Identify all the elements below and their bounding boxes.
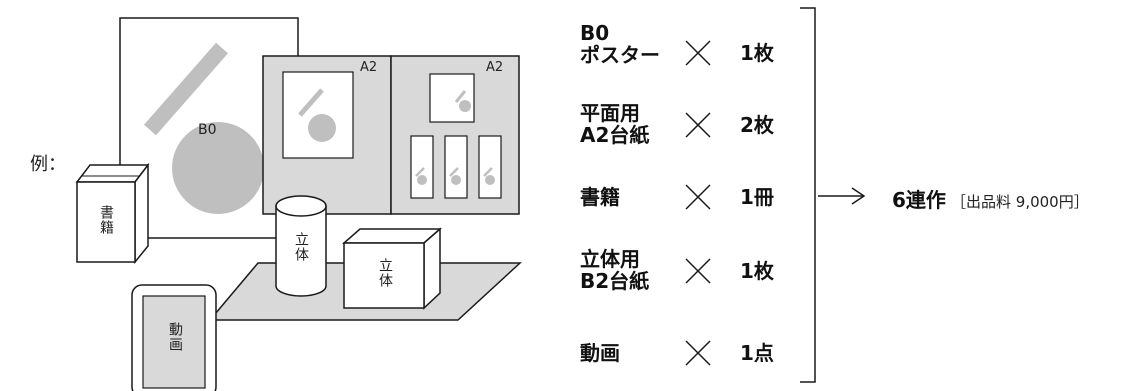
book-label: 書籍 [98, 205, 114, 235]
arrow-right-icon [818, 187, 866, 205]
box-label: 立体 [377, 258, 393, 288]
times-icon [685, 184, 711, 210]
item-a2-board-count: 2枚 [740, 113, 774, 137]
item-name-line: B2台紙 [580, 269, 650, 293]
a2-board-left [262, 55, 392, 215]
item-name-line: A2台紙 [580, 123, 650, 147]
item-book-name: 書籍 [580, 186, 620, 208]
box-object [342, 227, 442, 310]
item-b0-poster-name: B0 ポスター [580, 22, 660, 66]
cylinder-object [275, 195, 327, 297]
item-name-line: 動画 [580, 341, 620, 365]
item-b2-mount-count: 1枚 [740, 259, 774, 283]
item-b2-mount-name: 立体用 B2台紙 [580, 248, 649, 292]
right-brace [800, 7, 816, 383]
item-video-count: 1点 [740, 341, 774, 365]
board-left-label: A2 [360, 60, 378, 75]
item-book-count: 1冊 [740, 185, 774, 209]
item-b0-poster-count: 1枚 [740, 41, 774, 65]
board-right-label: A2 [486, 60, 504, 75]
example-label: 例： [30, 154, 66, 175]
tablet-object [131, 284, 217, 391]
result-fee: ［出品料 9,000円］ [951, 193, 1089, 211]
item-a2-board-name: 平面用 A2台紙 [580, 102, 649, 146]
item-name-line: B0 [580, 21, 610, 45]
item-name-line: 平面用 [580, 101, 640, 125]
item-name-line: ポスター [580, 43, 660, 67]
item-name-line: 書籍 [580, 185, 620, 209]
times-icon [685, 340, 711, 366]
item-video-name: 動画 [580, 342, 620, 364]
poster-label: B0 [198, 122, 217, 138]
times-icon [685, 258, 711, 284]
times-icon [685, 112, 711, 138]
book-object [75, 162, 150, 265]
cylinder-label: 立体 [293, 232, 309, 262]
item-name-line: 立体用 [580, 247, 640, 271]
times-icon [685, 40, 711, 66]
a2-board-right [390, 55, 520, 215]
tablet-label: 動画 [167, 322, 183, 352]
result-count: 6連作 [892, 188, 946, 212]
result: 6連作 ［出品料 9,000円］ [892, 184, 1089, 213]
